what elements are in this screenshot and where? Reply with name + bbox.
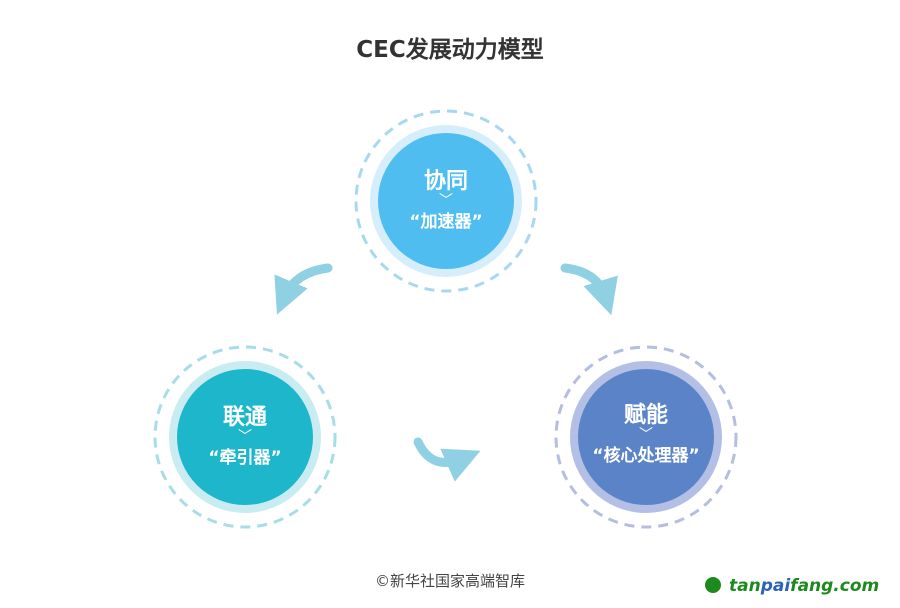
node-right: 赋能 ﹀ “核心处理器”	[556, 397, 736, 466]
arrow-left-to-right	[413, 437, 481, 482]
node-circle-right	[554, 345, 738, 529]
diagram-title: CEC发展动力模型	[356, 37, 544, 63]
arrow-top-to-right	[560, 263, 618, 316]
arrow-top-to-left	[274, 263, 333, 315]
watermark-logo-icon	[705, 577, 721, 593]
node-heading: 联通	[222, 405, 267, 430]
watermark: tanpaifang.com	[705, 576, 879, 596]
chevron-down-icon: ﹀	[439, 193, 453, 209]
node-circle-top	[354, 109, 538, 293]
node-left: 联通 ﹀ “牵引器”	[155, 399, 335, 468]
node-heading: 协同	[423, 169, 468, 194]
source-credit: ©新华社国家高端智库	[374, 572, 525, 590]
node-subtitle: “核心处理器”	[592, 446, 700, 466]
node-subtitle: “牵引器”	[208, 448, 282, 468]
chevron-down-icon: ﹀	[238, 429, 252, 445]
node-top: 协同 ﹀ “加速器”	[356, 163, 536, 232]
node-circle-left	[153, 345, 337, 529]
chevron-down-icon: ﹀	[639, 427, 653, 443]
node-heading: 赋能	[623, 403, 668, 428]
node-subtitle: “加速器”	[409, 212, 483, 232]
